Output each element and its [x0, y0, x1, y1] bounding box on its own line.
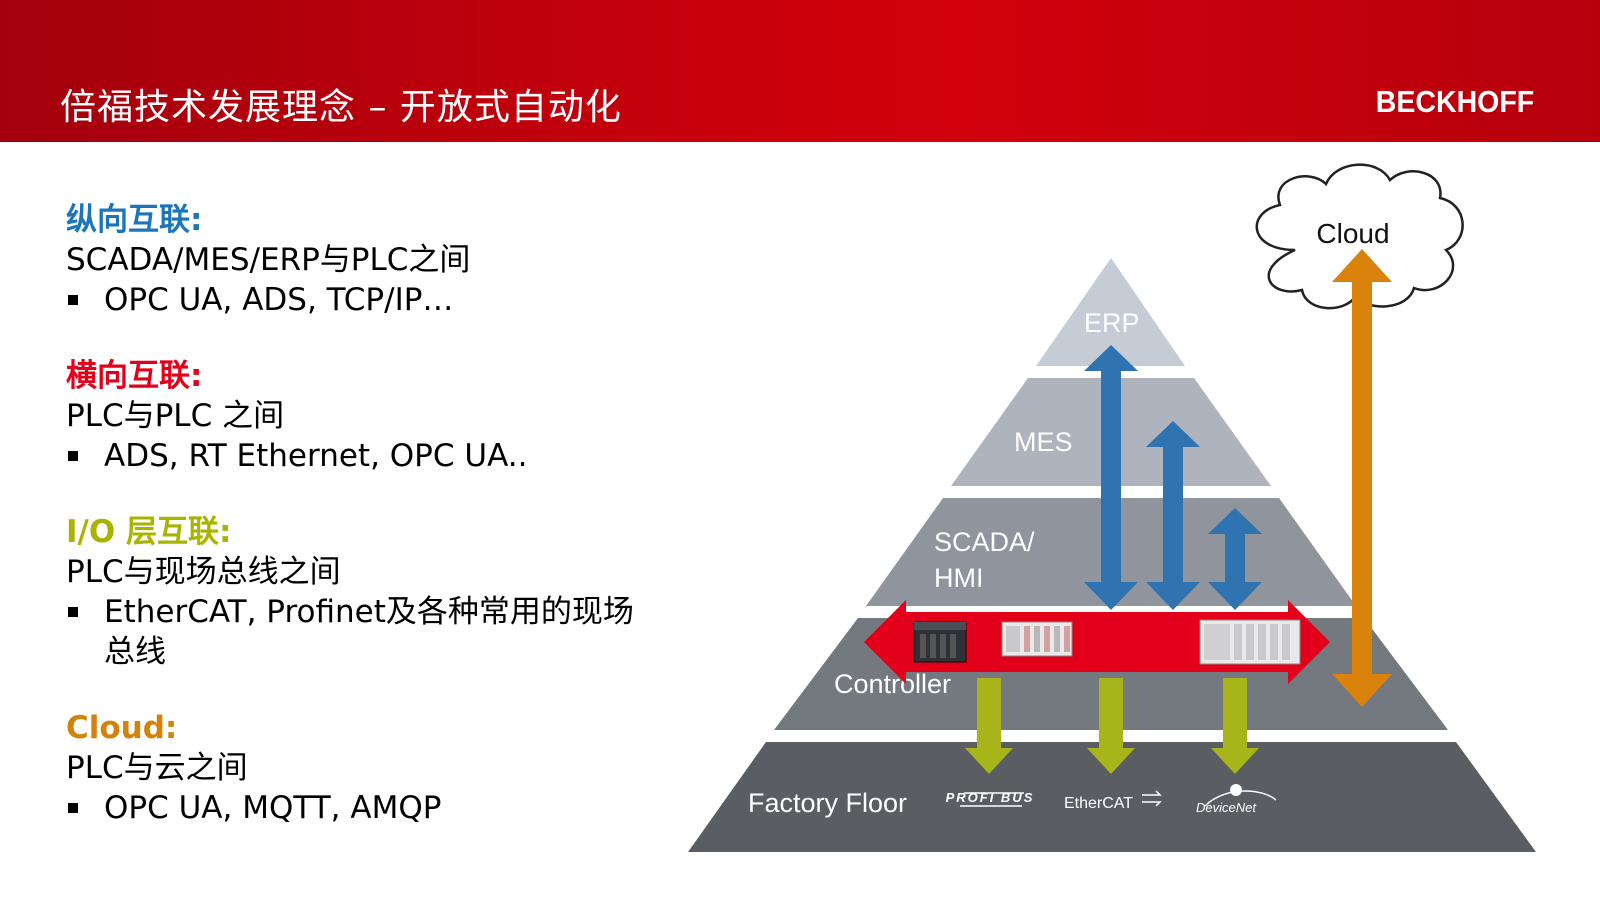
bullet-item: OPC UA, MQTT, AMQP [66, 788, 696, 828]
beckhoff-logo: BECKHOFF [1375, 84, 1534, 119]
pyramid-level-erp [1036, 258, 1185, 366]
page-title: 倍福技术发展理念 – 开放式自动化 [60, 87, 622, 128]
section-line: PLC与现场总线之间 [66, 554, 341, 590]
section-io: I/O 层互联: PLC与现场总线之间 EtherCAT, Profinet及各… [66, 512, 696, 672]
title-bar: 倍福技术发展理念 – 开放式自动化 BECKHOFF [0, 0, 1600, 142]
section-horizontal: 横向互联: PLC与PLC 之间 ADS, RT Ethernet, OPC U… [66, 356, 696, 476]
io-arrow-ethercat [1087, 678, 1135, 774]
bullet-icon [66, 592, 104, 672]
section-line: SCADA/MES/ERP与PLC之间 [66, 242, 471, 278]
section-cloud: Cloud: PLC与云之间 OPC UA, MQTT, AMQP [66, 708, 696, 828]
io-terminal-icon [1001, 621, 1073, 657]
section-vertical: 纵向互联: SCADA/MES/ERP与PLC之间 OPC UA, ADS, T… [66, 200, 696, 320]
profibus-logo: PROFI BUS [946, 790, 1032, 807]
bullet-text: OPC UA, ADS, TCP/IP… [104, 282, 454, 318]
section-title: I/O 层互联: [66, 514, 232, 550]
level-label-erp: ERP [1084, 308, 1140, 338]
bullet-item: ADS, RT Ethernet, OPC UA.. [66, 436, 696, 476]
vertical-arrow-erp [1084, 345, 1138, 610]
bullet-text: ADS, RT Ethernet, OPC UA.. [104, 438, 528, 474]
section-title: 横向互联: [66, 358, 203, 394]
devicenet-logo: DeviceNet [1196, 784, 1277, 815]
cloud-label: Cloud [1316, 218, 1389, 249]
bullet-text: OPC UA, MQTT, AMQP [104, 790, 442, 826]
ethercat-logo: EtherCAT [1064, 790, 1162, 812]
cloud-shape [1255, 163, 1464, 310]
ethercat-logo-text: EtherCAT [1064, 795, 1133, 812]
vertical-arrow-mes [1146, 421, 1200, 610]
section-line: PLC与云之间 [66, 750, 248, 786]
vertical-arrow-scada [1208, 508, 1262, 610]
pyramid-level-factory-floor [688, 742, 1536, 852]
bullet-icon [66, 436, 104, 476]
section-line: PLC与PLC 之间 [66, 398, 285, 434]
section-title: 纵向互联: [66, 202, 203, 238]
plc-rack-icon [1199, 619, 1301, 665]
bullet-item: EtherCAT, Profinet及各种常用的现场总线 [66, 592, 696, 672]
io-arrow-profibus [965, 678, 1013, 774]
cloud-arrow [1332, 249, 1392, 707]
section-title: Cloud: [66, 710, 178, 746]
level-label-hmi: HMI [934, 563, 984, 593]
level-label-factory-floor: Factory Floor [748, 788, 907, 818]
bullet-icon [66, 788, 104, 828]
devicenet-logo-text: DeviceNet [1196, 800, 1257, 815]
bullet-item: OPC UA, ADS, TCP/IP… [66, 280, 696, 320]
embedded-pc-icon [913, 621, 967, 663]
level-label-scada: SCADA/ [934, 527, 1035, 557]
level-label-controller: Controller [834, 669, 951, 699]
level-label-mes: MES [1014, 427, 1073, 457]
bullet-text: EtherCAT, Profinet及各种常用的现场总线 [104, 594, 634, 670]
connectivity-list: 纵向互联: SCADA/MES/ERP与PLC之间 OPC UA, ADS, T… [66, 200, 696, 864]
bullet-icon [66, 280, 104, 320]
io-arrow-devicenet [1211, 678, 1259, 774]
